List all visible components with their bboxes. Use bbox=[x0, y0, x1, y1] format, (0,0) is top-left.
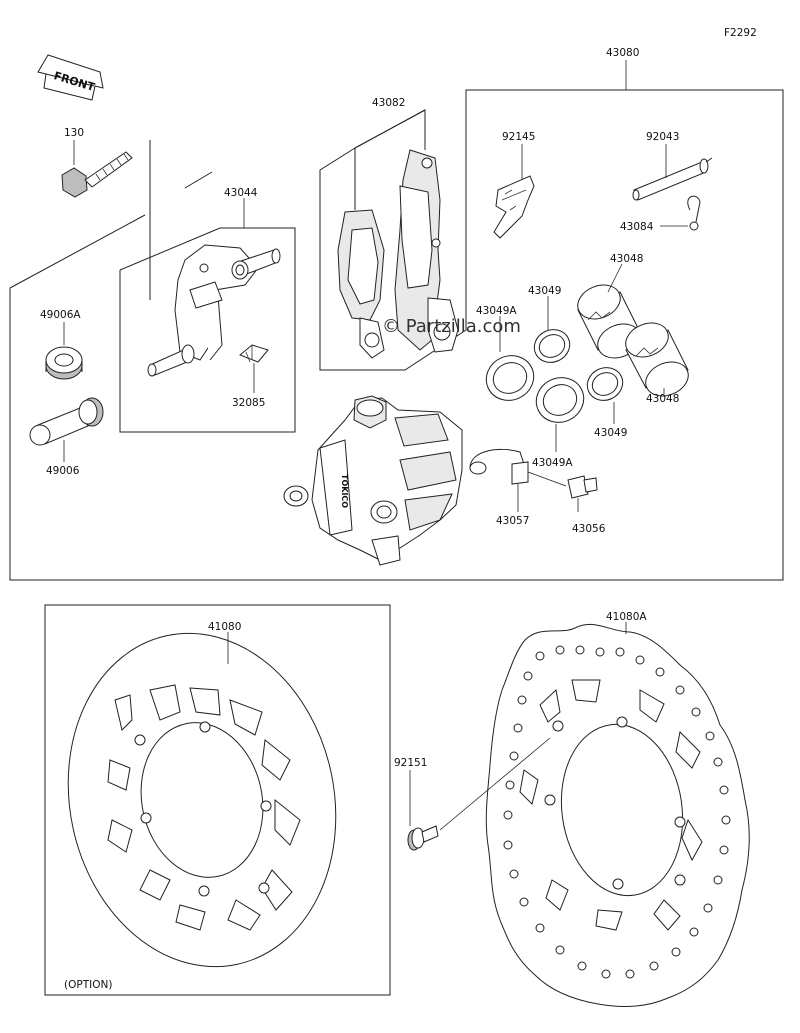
bleeder-valve-43056 bbox=[527, 471, 598, 499]
part-label-43049-lower: 43049 bbox=[594, 427, 627, 439]
part-label-32085: 32085 bbox=[232, 397, 265, 409]
cotter-pin-43084 bbox=[687, 195, 701, 231]
seal-43049A-lower bbox=[535, 377, 585, 423]
watermark: © Partzilla.com bbox=[382, 316, 521, 337]
disc-bolt-92151 bbox=[407, 737, 551, 851]
caliper-assembly-frame bbox=[9, 89, 784, 581]
part-label-49006: 49006 bbox=[46, 465, 80, 477]
part-label-43056: 43056 bbox=[572, 523, 606, 535]
part-label-43082: 43082 bbox=[372, 97, 405, 109]
option-frame bbox=[44, 604, 391, 996]
caliper-bracket bbox=[147, 244, 281, 377]
disc-41080-slots bbox=[107, 684, 301, 931]
disc-41080A-holes bbox=[503, 645, 731, 979]
part-label-92145: 92145 bbox=[502, 131, 535, 143]
front-arrow-icon: FRONT bbox=[37, 54, 104, 101]
bracket-frame bbox=[119, 140, 296, 433]
pad-spring-92145 bbox=[493, 175, 535, 239]
brake-disc-41080 bbox=[67, 632, 337, 968]
part-label-43057: 43057 bbox=[496, 515, 529, 527]
part-label-130: 130 bbox=[64, 127, 84, 139]
part-label-49006A: 49006A bbox=[40, 309, 81, 321]
seal-43049-upper bbox=[533, 329, 571, 363]
figure-code: F2292 bbox=[724, 27, 757, 39]
bleeder-cap-43057 bbox=[469, 448, 529, 485]
dust-seal-49006A bbox=[45, 346, 83, 380]
seal-43049A-upper bbox=[485, 355, 535, 401]
caliper-body: TOKICO bbox=[283, 395, 463, 566]
part-label-43080: 43080 bbox=[606, 47, 639, 59]
bolt-130 bbox=[61, 151, 133, 198]
part-label-41080A: 41080A bbox=[606, 611, 647, 623]
disc-41080A-slots bbox=[519, 679, 703, 931]
part-label-43048-lower: 43048 bbox=[646, 393, 679, 405]
brake-disc-41080A bbox=[485, 623, 750, 1007]
part-label-43049A-upper: 43049A bbox=[476, 305, 517, 317]
part-label-43044: 43044 bbox=[224, 187, 258, 199]
pin-sleeve-49006 bbox=[29, 397, 104, 446]
brake-pads bbox=[337, 109, 459, 359]
piston-43048-lower bbox=[625, 322, 689, 397]
part-label-92043: 92043 bbox=[646, 131, 679, 143]
caliper-brand-mark: TOKICO bbox=[340, 474, 349, 508]
part-label-41080: 41080 bbox=[208, 621, 241, 633]
part-label-43049-upper: 43049 bbox=[528, 285, 561, 297]
part-label-92151: 92151 bbox=[394, 757, 427, 769]
clip-32085 bbox=[239, 344, 269, 363]
pad-pin-92043 bbox=[632, 157, 713, 201]
part-label-43048-upper: 43048 bbox=[610, 253, 643, 265]
seal-43049-lower bbox=[586, 367, 624, 401]
option-note: (OPTION) bbox=[64, 979, 112, 991]
part-label-43084: 43084 bbox=[620, 221, 654, 233]
part-label-43049A-lower: 43049A bbox=[532, 457, 573, 469]
